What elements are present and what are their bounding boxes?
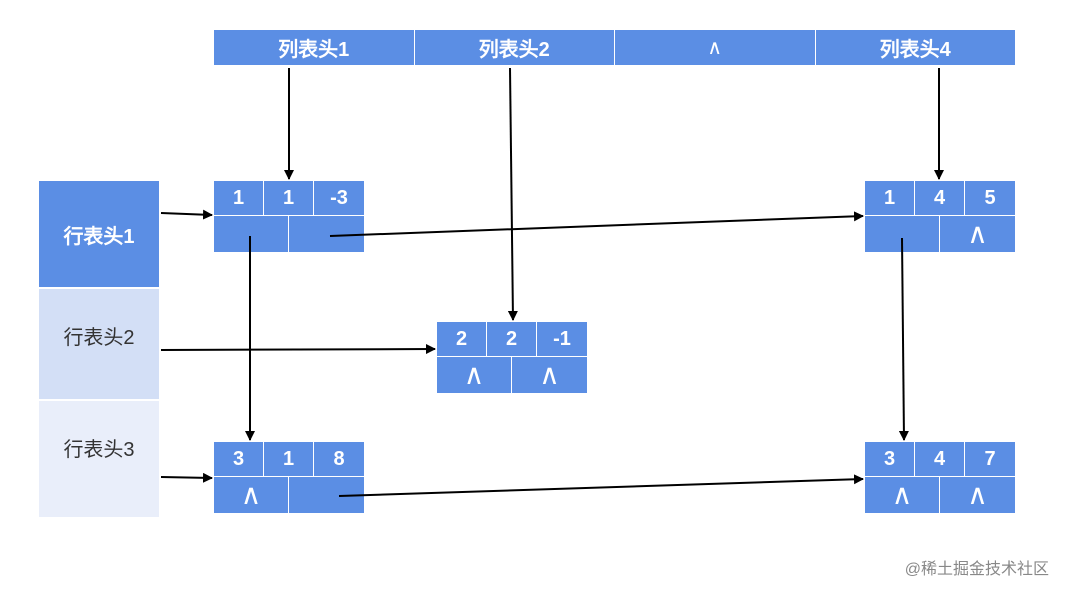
- node-right-pointer-null: ∧: [940, 216, 1015, 252]
- node-right-pointer: [289, 216, 364, 252]
- node-value-field: -1: [537, 322, 587, 357]
- node-col-field: 2: [487, 322, 537, 357]
- row-header-2: 行表头2: [39, 289, 159, 399]
- node-1-4: 1 4 5 ∧: [865, 181, 1015, 252]
- node-down-pointer-null: ∧: [437, 357, 512, 393]
- row-header-3: 行表头3: [39, 401, 159, 517]
- node-value-field: 8: [314, 442, 364, 477]
- node-3-4: 3 4 7 ∧ ∧: [865, 442, 1015, 513]
- node-row-field: 3: [214, 442, 264, 477]
- arrow-rowhead3-to-node31: [160, 472, 213, 483]
- arrow-rowhead1-to-node11: [160, 209, 213, 220]
- node-down-pointer-null: ∧: [865, 477, 940, 513]
- node-col-field: 1: [264, 181, 314, 216]
- node-down-pointer-null: ∧: [214, 477, 289, 513]
- row-header-1: 行表头1: [39, 181, 159, 287]
- node-down-pointer: [214, 216, 289, 252]
- node-col-field: 4: [915, 442, 965, 477]
- node-row-field: 2: [437, 322, 487, 357]
- node-2-2: 2 2 -1 ∧ ∧: [437, 322, 587, 393]
- node-row-field: 1: [214, 181, 264, 216]
- node-value-field: 7: [965, 442, 1015, 477]
- node-right-pointer-null: ∧: [512, 357, 587, 393]
- arrow-colhead2-to-node22: [507, 67, 518, 321]
- column-header-3-null: ∧: [615, 30, 816, 65]
- arrow-node11-right-to-node14: [329, 211, 864, 237]
- column-header-4: 列表头4: [815, 30, 1015, 65]
- node-row-field: 3: [865, 442, 915, 477]
- node-right-pointer: [289, 477, 364, 513]
- column-header-2: 列表头2: [414, 30, 615, 65]
- column-header-bar: 列表头1 列表头2 ∧ 列表头4: [214, 30, 1015, 65]
- arrow-node31-right-to-node34: [338, 474, 864, 497]
- node-1-1: 1 1 -3: [214, 181, 364, 252]
- node-value-field: -3: [314, 181, 364, 216]
- node-row-field: 1: [865, 181, 915, 216]
- node-value-field: 5: [965, 181, 1015, 216]
- arrow-rowhead2-to-node22: [160, 344, 436, 355]
- node-col-field: 1: [264, 442, 314, 477]
- node-3-1: 3 1 8 ∧: [214, 442, 364, 513]
- watermark: @稀土掘金技术社区: [904, 561, 1049, 578]
- node-right-pointer-null: ∧: [940, 477, 1015, 513]
- node-down-pointer: [865, 216, 940, 252]
- node-col-field: 4: [915, 181, 965, 216]
- arrow-node14-down-to-node34: [898, 237, 909, 441]
- column-header-1: 列表头1: [214, 30, 415, 65]
